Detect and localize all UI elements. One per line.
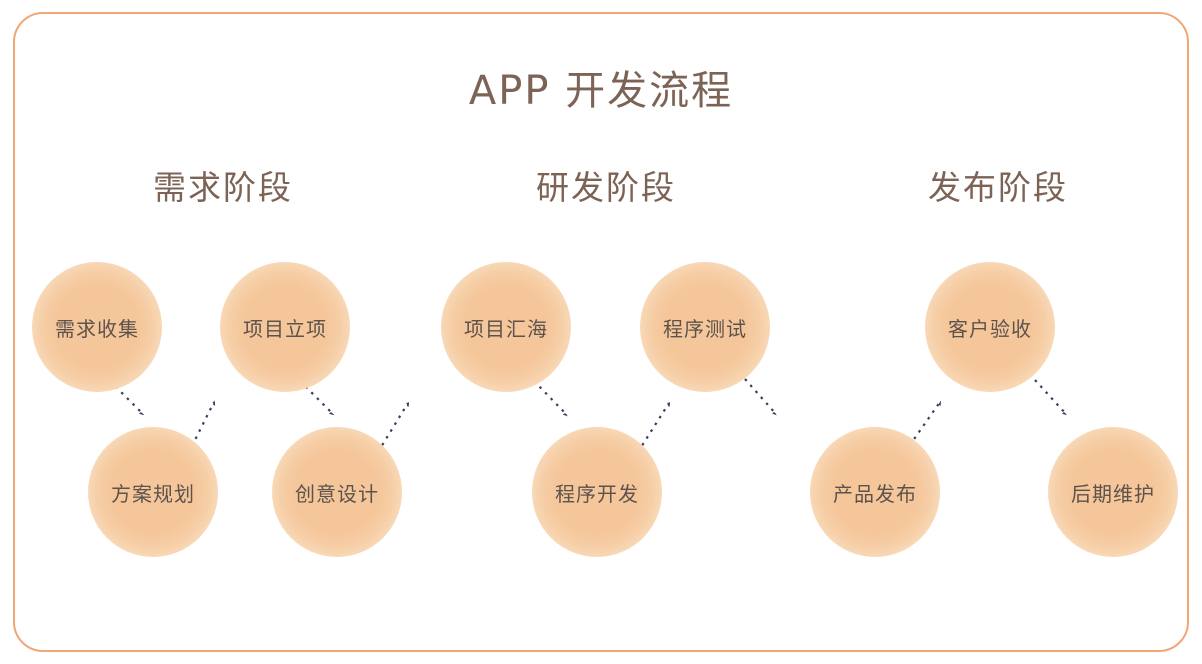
phase-label-requirements: 需求阶段	[153, 168, 293, 207]
node-label: 程序测试	[663, 316, 747, 341]
process-node-requirements-collection: 需求收集	[32, 262, 162, 392]
node-bubble	[220, 262, 350, 392]
node-label: 需求收集	[55, 316, 139, 341]
page-title: APP 开发流程	[468, 68, 734, 114]
node-bubble	[532, 427, 662, 557]
node-bubble	[272, 427, 402, 557]
node-bubble	[88, 427, 218, 557]
process-node-client-acceptance: 客户验收	[925, 262, 1055, 392]
node-bubble	[810, 427, 940, 557]
node-bubble	[1048, 427, 1178, 557]
node-bubble	[32, 262, 162, 392]
node-label: 方案规划	[111, 481, 195, 506]
node-label: 产品发布	[833, 481, 917, 506]
phase-label-release: 发布阶段	[928, 168, 1068, 207]
node-label: 后期维护	[1071, 481, 1155, 506]
node-label: 程序开发	[555, 481, 639, 506]
process-node-project-huihai: 项目汇海	[441, 262, 571, 392]
process-node-program-development: 程序开发	[532, 427, 662, 557]
node-label: 项目汇海	[464, 316, 548, 341]
process-node-program-testing: 程序测试	[640, 262, 770, 392]
node-label: 客户验收	[948, 316, 1032, 341]
phase-label-development: 研发阶段	[536, 168, 676, 207]
process-node-later-maintenance: 后期维护	[1048, 427, 1178, 557]
process-node-project-approval: 项目立项	[220, 262, 350, 392]
process-node-solution-planning: 方案规划	[88, 427, 218, 557]
node-label: 项目立项	[243, 316, 327, 341]
node-bubble	[925, 262, 1055, 392]
node-bubble	[441, 262, 571, 392]
node-label: 创意设计	[295, 481, 379, 506]
node-bubble	[640, 262, 770, 392]
process-node-product-release: 产品发布	[810, 427, 940, 557]
process-node-creative-design: 创意设计	[272, 427, 402, 557]
